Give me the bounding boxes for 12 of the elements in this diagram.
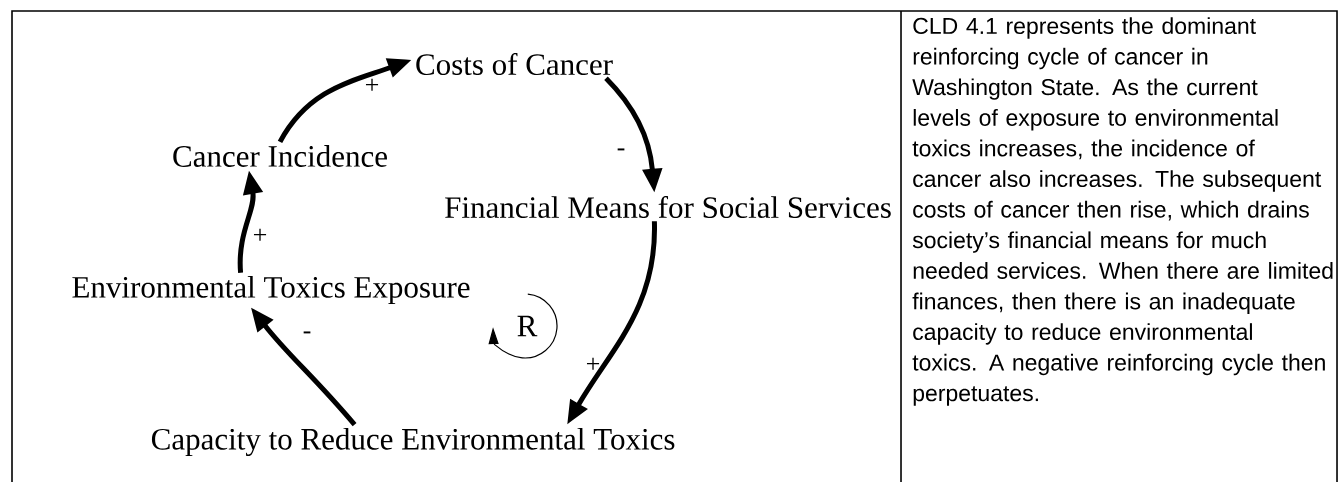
variable-label: Financial Means for Social Services [445, 195, 891, 219]
polarity-sign: - [617, 148, 625, 151]
variable-label: Environmental Toxics Exposure [72, 275, 470, 305]
polarity-sign: + [366, 78, 379, 91]
polarity-sign: - [303, 331, 311, 334]
variable-label: Cancer Incidence [173, 145, 387, 167]
loop-label: R [517, 315, 538, 337]
variable-label: Costs of Cancer [416, 52, 613, 76]
variable-label: Capacity to Reduce Environmental Toxics [151, 427, 675, 457]
polarity-sign: + [253, 228, 267, 241]
polarity-sign: + [587, 357, 600, 370]
description-text: CLD 4.1 represents the dominant reinforcing cycle of cancer in Washington State. As the current levels of exposure to environmental toxics increases, the incidence of cancer also increases. The subsequent costs of cancer then rise, which drains society’s financial means for much needed services. When there are limited finances, then there is an inadequate capacity to reduce environmental toxics. A negative reinforcing cycle then perpetuates. [912, 17, 1333, 406]
